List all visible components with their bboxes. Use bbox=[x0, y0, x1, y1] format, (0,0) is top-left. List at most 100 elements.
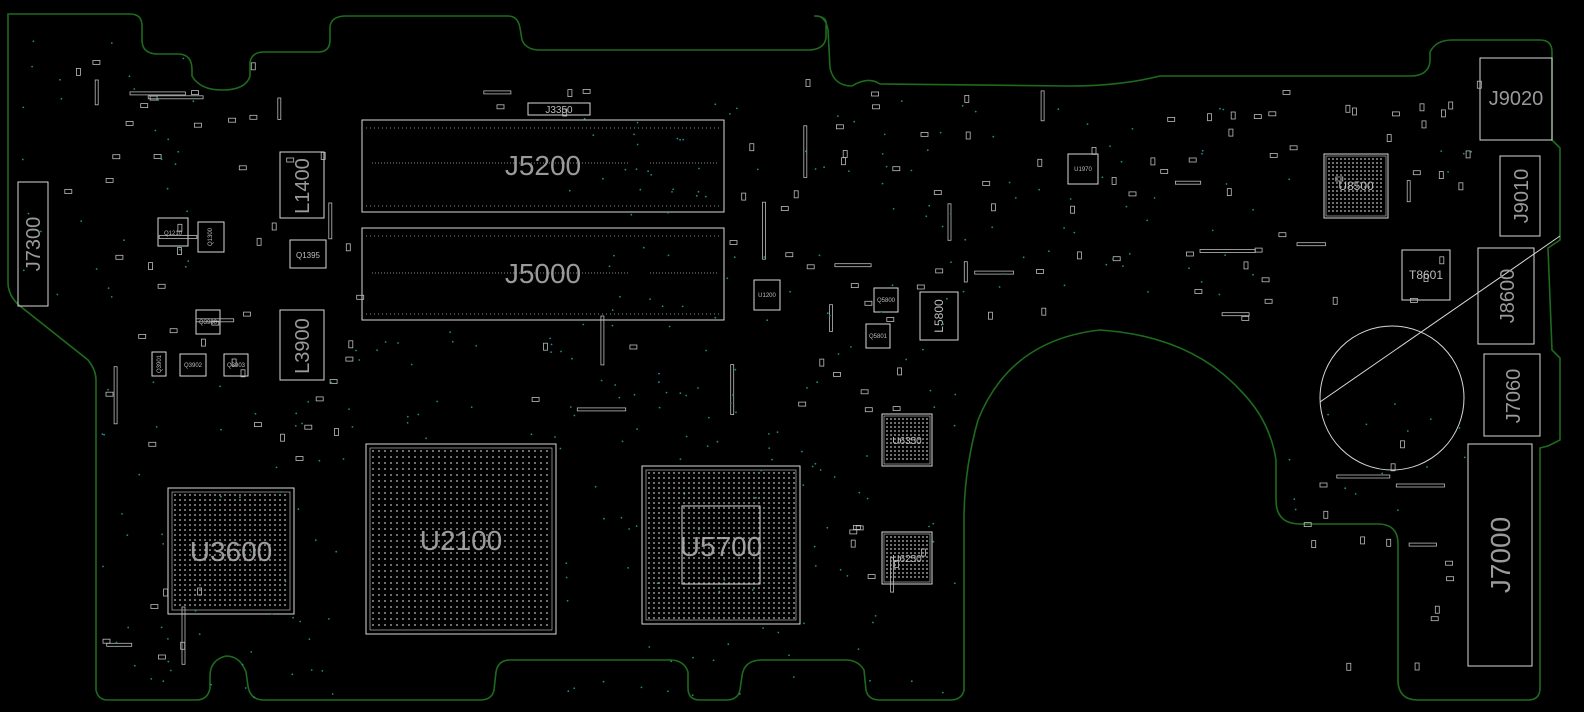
bga-ball bbox=[793, 597, 795, 599]
bga-ball bbox=[758, 572, 760, 574]
bga-ball bbox=[902, 576, 904, 578]
bga-ball bbox=[504, 558, 506, 560]
via bbox=[161, 533, 164, 536]
component-T8601[interactable]: T8601 bbox=[1401, 249, 1451, 301]
component-J7300[interactable]: J7300 bbox=[17, 181, 49, 307]
bga-ball bbox=[683, 562, 685, 564]
bga-ball bbox=[204, 549, 206, 551]
via bbox=[60, 97, 63, 100]
component-Q1395[interactable]: Q1395 bbox=[289, 239, 327, 269]
component-J9010[interactable]: J9010 bbox=[1499, 155, 1541, 237]
bga-ball bbox=[886, 576, 888, 578]
bga-ball bbox=[234, 524, 236, 526]
bga-ball bbox=[279, 499, 281, 501]
bga-ball bbox=[918, 442, 920, 444]
bga-ball bbox=[753, 487, 755, 489]
bga-ball bbox=[284, 494, 286, 496]
bga-ball bbox=[480, 528, 482, 530]
bga-ball bbox=[778, 497, 780, 499]
bga-ball bbox=[372, 492, 374, 494]
bga-ball bbox=[902, 572, 904, 574]
bga-ball bbox=[698, 537, 700, 539]
component-L1400[interactable]: L1400 bbox=[279, 151, 325, 219]
via bbox=[736, 107, 738, 110]
component-U6250[interactable]: U6250 bbox=[881, 531, 933, 585]
component-Q1300[interactable]: Q1300 bbox=[197, 221, 225, 253]
component-U2100[interactable]: U2100 bbox=[365, 443, 557, 635]
bga-ball bbox=[783, 567, 785, 569]
bga-ball bbox=[528, 552, 530, 554]
component-L5800[interactable]: L5800 bbox=[919, 291, 959, 341]
bga-ball bbox=[456, 594, 458, 596]
component-J7060[interactable]: J7060 bbox=[1483, 353, 1541, 437]
bga-ball bbox=[546, 570, 548, 572]
bga-ball bbox=[708, 542, 710, 544]
component-L3900[interactable]: L3900 bbox=[279, 309, 325, 381]
via bbox=[177, 150, 180, 153]
bga-ball bbox=[768, 532, 770, 534]
bga-ball bbox=[209, 594, 211, 596]
bga-ball bbox=[678, 557, 680, 559]
component-Q5800[interactable]: Q5800 bbox=[873, 287, 899, 313]
component-U5700[interactable]: U5700 bbox=[641, 465, 801, 625]
passive-part bbox=[829, 304, 833, 332]
component-J3350[interactable]: J3350 bbox=[527, 102, 591, 116]
component-U6350[interactable]: U6350 bbox=[881, 413, 933, 467]
bga-ball bbox=[480, 534, 482, 536]
component-J7000[interactable]: J7000 bbox=[1467, 443, 1533, 667]
bga-ball bbox=[234, 559, 236, 561]
bga-ball bbox=[510, 588, 512, 590]
component-U1200[interactable]: U1200 bbox=[753, 279, 781, 311]
component-Q5801[interactable]: Q5801 bbox=[865, 323, 891, 349]
bga-ball bbox=[259, 544, 261, 546]
passive-part bbox=[798, 401, 807, 407]
bga-ball bbox=[763, 517, 765, 519]
bga-ball bbox=[384, 462, 386, 464]
bga-ball bbox=[274, 509, 276, 511]
bga-ball bbox=[480, 612, 482, 614]
bga-ball bbox=[269, 604, 271, 606]
via bbox=[549, 337, 551, 340]
bga-ball bbox=[486, 534, 488, 536]
bga-ball bbox=[274, 549, 276, 551]
bga-ball bbox=[444, 450, 446, 452]
bga-ball bbox=[390, 528, 392, 530]
bga-ball bbox=[768, 507, 770, 509]
bga-ball bbox=[284, 524, 286, 526]
bga-ball bbox=[486, 504, 488, 506]
component-Q1210[interactable]: Q1210 bbox=[157, 217, 189, 247]
bga-ball bbox=[224, 499, 226, 501]
bga-ball bbox=[698, 587, 700, 589]
component-Q3901[interactable]: Q3901 bbox=[151, 351, 167, 377]
bga-ball bbox=[906, 454, 908, 456]
bga-ball bbox=[279, 579, 281, 581]
via bbox=[569, 406, 572, 408]
bga-ball bbox=[516, 618, 518, 620]
bga-ball bbox=[890, 552, 892, 554]
bga-ball bbox=[498, 510, 500, 512]
component-J9020[interactable]: J9020 bbox=[1479, 57, 1553, 141]
bga-ball bbox=[713, 542, 715, 544]
via bbox=[1354, 493, 1357, 495]
bga-ball bbox=[432, 588, 434, 590]
bga-ball bbox=[678, 512, 680, 514]
passive-part bbox=[1278, 232, 1287, 238]
bga-ball bbox=[480, 450, 482, 452]
bga-ball bbox=[793, 582, 795, 584]
passive-part bbox=[1400, 440, 1405, 449]
component-J8600[interactable]: J8600 bbox=[1477, 247, 1535, 345]
via bbox=[127, 626, 130, 629]
component-U3600[interactable]: U3600 bbox=[167, 487, 295, 615]
bga-ball bbox=[648, 527, 650, 529]
bga-ball bbox=[778, 557, 780, 559]
bga-ball bbox=[426, 462, 428, 464]
component-J5000[interactable]: J5000 bbox=[361, 227, 725, 321]
passive-part bbox=[964, 95, 970, 103]
bga-ball bbox=[708, 592, 710, 594]
component-Q3902[interactable]: Q3902 bbox=[179, 353, 207, 377]
component-J5200[interactable]: J5200 bbox=[361, 119, 725, 213]
component-U1970[interactable]: U1970 bbox=[1067, 153, 1099, 185]
bga-ball bbox=[1364, 198, 1366, 200]
via bbox=[942, 323, 944, 325]
